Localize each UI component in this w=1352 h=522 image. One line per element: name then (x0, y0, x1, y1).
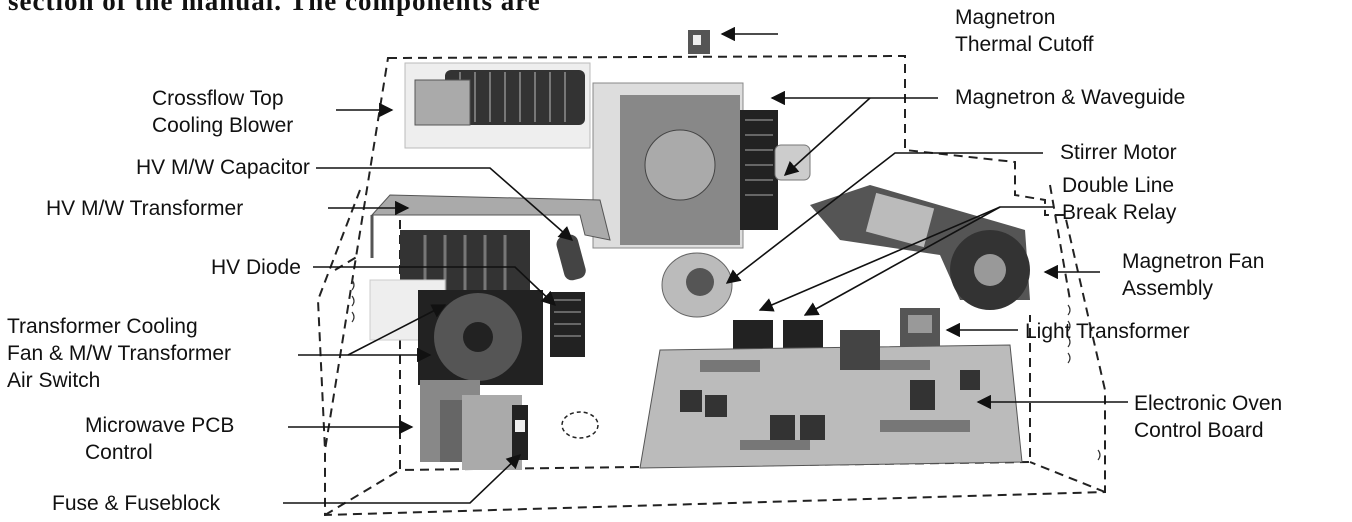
label-magnetron-fan: Magnetron Fan Assembly (1122, 250, 1265, 300)
side-vents (351, 279, 1101, 461)
cooling-fan-part (418, 290, 543, 385)
label-magnetron-thermal-cutoff: Magnetron Thermal Cutoff (955, 6, 1094, 56)
arrow-relay-2 (803, 206, 1001, 316)
light-transformer-part (900, 308, 940, 348)
label-fuse-fuseblock: Fuse & Fuseblock (52, 492, 221, 515)
line-hv-diode (313, 266, 557, 306)
hv-diode-part (550, 292, 585, 357)
arrow-stirrer (725, 152, 1043, 284)
thermal-cutoff-part (688, 30, 710, 54)
crossflow-blower-part (404, 62, 591, 149)
label-light-transformer: Light Transformer (1025, 320, 1190, 343)
arrow-fuse (283, 454, 522, 504)
line-capacitor (316, 167, 574, 241)
label-hv-diode: HV Diode (211, 256, 301, 279)
arrow-cooling-fan-2 (347, 304, 447, 356)
hv-capacitor-part (556, 234, 586, 281)
label-crossflow-blower: Crossflow Top Cooling Blower (152, 87, 294, 137)
fuse-part (512, 405, 528, 460)
label-magnetron-waveguide: Magnetron & Waveguide (955, 86, 1186, 109)
header-text: section of the manual. The components ar… (8, 0, 541, 16)
magnetron-fan-part (810, 185, 1030, 310)
microwave-pcb-part (420, 380, 522, 470)
label-stirrer-motor: Stirrer Motor (1060, 141, 1177, 164)
label-electronic-oven-control: Electronic Oven Control Board (1134, 392, 1283, 442)
magnetron-part (592, 82, 811, 249)
label-transformer-cooling-fan: Transformer Cooling Fan & M/W Transforme… (7, 315, 232, 392)
arrow-waveguide-2 (783, 97, 871, 176)
control-board-part (639, 330, 1023, 469)
label-microwave-pcb: Microwave PCB Control (85, 414, 235, 464)
label-hv-transformer: HV M/W Transformer (46, 197, 244, 220)
stirrer-motor-part (661, 252, 733, 318)
label-double-line-relay: Double Line Break Relay (1062, 174, 1177, 224)
label-hv-capacitor: HV M/W Capacitor (136, 156, 310, 179)
chassis-hole (561, 411, 599, 439)
